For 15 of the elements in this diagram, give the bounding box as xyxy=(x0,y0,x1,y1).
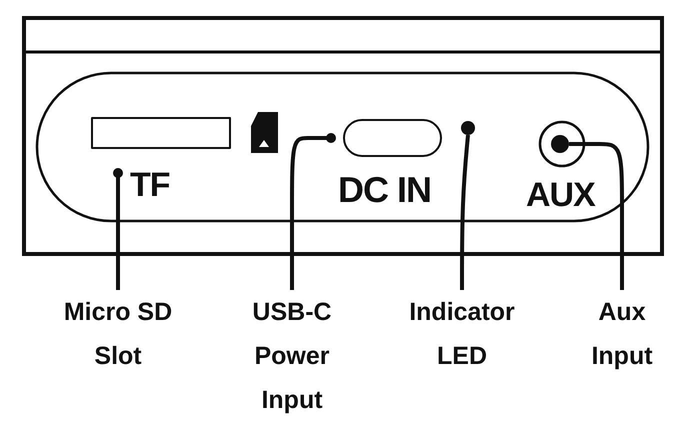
jack-socket xyxy=(551,135,569,153)
leader-line xyxy=(569,142,624,292)
callout-label: Indicator LED xyxy=(408,297,516,372)
leader-line xyxy=(290,133,336,292)
callout-label: Aux Input xyxy=(590,297,654,372)
callout-label: Micro SD Slot xyxy=(62,297,174,372)
port-label: DC IN xyxy=(338,172,431,208)
leader-line xyxy=(113,168,123,292)
usb-port xyxy=(343,119,442,157)
indicator-dot xyxy=(461,121,475,135)
port-label: TF xyxy=(130,168,170,202)
card-slot xyxy=(91,117,231,149)
callout-label: USB-C Power Input xyxy=(251,297,333,416)
leader-line xyxy=(460,134,470,292)
port-label: AUX xyxy=(526,178,595,212)
